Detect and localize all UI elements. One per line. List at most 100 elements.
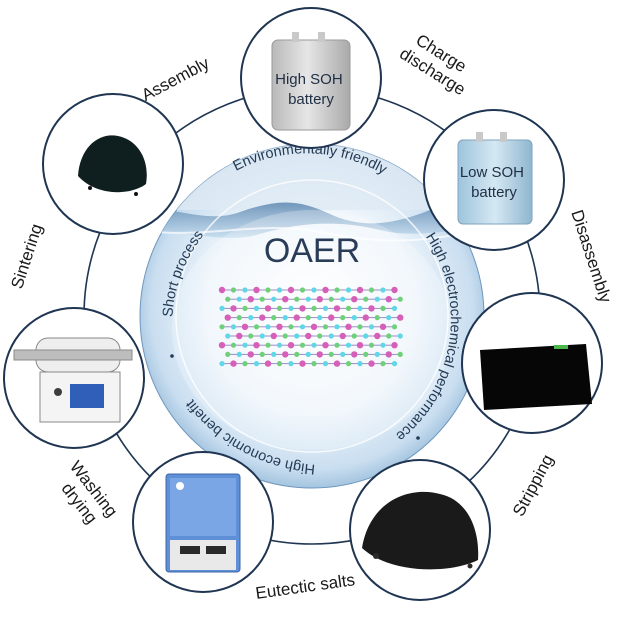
lattice-atom xyxy=(356,342,364,349)
lattice-atom xyxy=(293,314,300,321)
lattice-atom xyxy=(374,332,381,340)
lattice-atom xyxy=(253,342,260,349)
lattice-atom xyxy=(368,324,375,330)
lattice-atom xyxy=(236,351,242,357)
lattice-atom xyxy=(345,361,352,367)
lattice-atom xyxy=(322,324,329,330)
lattice-atom xyxy=(219,305,225,311)
node-stripped-powder xyxy=(349,459,491,601)
lattice-atom xyxy=(380,361,386,367)
lattice-atom xyxy=(391,324,398,330)
lattice-atom xyxy=(236,332,243,340)
lattice-atom xyxy=(305,351,311,357)
lattice-atom xyxy=(224,314,231,321)
lattice-atom xyxy=(218,286,226,294)
lattice-atom xyxy=(259,333,265,339)
lattice-atom xyxy=(253,361,260,367)
svg-text:Low SOH battery: Low SOH battery xyxy=(460,164,528,201)
lattice-atom xyxy=(380,305,386,311)
black-powder-pile-image xyxy=(78,135,147,193)
lattice-atom xyxy=(225,333,231,339)
lattice-atom xyxy=(351,296,358,303)
lattice-atom xyxy=(397,296,403,302)
lattice-atom xyxy=(282,351,289,358)
lattice-atom xyxy=(218,342,226,349)
battery-tab-icon xyxy=(476,132,483,142)
lattice-atom xyxy=(334,287,340,293)
lattice-atom xyxy=(294,351,300,357)
lattice-atom xyxy=(276,342,283,348)
lattice-atom xyxy=(247,351,254,358)
lattice-atom xyxy=(265,324,271,330)
lattice-atom xyxy=(282,315,288,321)
lattice-atom xyxy=(380,287,386,293)
lattice-atom xyxy=(316,351,323,358)
lattice-atom xyxy=(225,351,231,357)
lattice-atom xyxy=(317,333,323,339)
lattice-atom xyxy=(386,333,392,339)
lattice-atom xyxy=(236,296,242,302)
battery-tab-icon xyxy=(292,32,299,42)
node-sintered-powder xyxy=(42,93,184,235)
lattice-atom xyxy=(379,323,387,330)
lattice-atom xyxy=(340,296,346,302)
lattice-atom xyxy=(276,323,283,330)
lattice-atom xyxy=(236,315,242,321)
silver-battery-image xyxy=(271,39,351,131)
lattice-atom xyxy=(288,324,294,330)
lattice-atom xyxy=(305,332,312,340)
step-sintering: Sintering xyxy=(7,221,46,291)
center-title: OAER xyxy=(264,232,360,270)
lattice-atom xyxy=(363,333,369,339)
lattice-atom xyxy=(253,305,260,311)
svg-text:Charge discharge: Charge discharge xyxy=(396,27,479,99)
lattice-atom xyxy=(248,315,254,321)
lattice-atom xyxy=(345,305,352,311)
lattice-atom xyxy=(316,296,323,303)
node-label-low-soh-line1: Low SOH xyxy=(460,164,524,181)
lattice-atom xyxy=(363,351,369,357)
lattice-atom xyxy=(356,286,364,294)
step-assembly: Assembly xyxy=(138,53,212,105)
lattice-atom xyxy=(345,323,352,330)
lattice-atom xyxy=(322,342,329,349)
lattice-atom xyxy=(345,287,352,293)
svg-text:Disassembly: Disassembly xyxy=(567,208,615,306)
node-tube-furnace xyxy=(3,307,145,449)
node-label-high-soh-line2: battery xyxy=(288,91,334,108)
node-black-film xyxy=(461,292,603,434)
lattice-atom xyxy=(288,361,294,367)
lattice-atom xyxy=(386,315,392,321)
lattice-atom xyxy=(287,286,295,294)
lattice-atom xyxy=(311,287,317,293)
node-label-high-soh-line1: High SOH xyxy=(275,71,343,88)
step-disassembly: Disassembly xyxy=(567,208,615,306)
lattice-atom xyxy=(305,315,311,321)
lattice-atom xyxy=(265,287,271,293)
step-eutectic-salts: Eutectic salts xyxy=(254,570,356,603)
lattice-atom xyxy=(328,314,335,321)
lattice-atom xyxy=(333,360,341,367)
lattice-atom xyxy=(317,315,323,321)
lattice-atom xyxy=(253,324,260,330)
lattice-atom xyxy=(271,351,277,357)
lattice-atom xyxy=(322,361,329,367)
lattice-atom xyxy=(391,305,398,311)
lattice-atom xyxy=(253,286,260,294)
lattice-atom xyxy=(368,305,375,312)
lattice-atom xyxy=(294,333,300,339)
lattice-atom xyxy=(242,342,248,348)
lattice-atom xyxy=(322,286,329,294)
lattice-atom xyxy=(328,333,334,339)
lattice-atom xyxy=(230,324,237,330)
lattice-atom xyxy=(230,342,237,348)
lattice-atom xyxy=(397,351,403,357)
lattice-atom xyxy=(230,360,237,367)
lattice-atom xyxy=(265,342,271,348)
lattice-atom xyxy=(225,296,231,302)
lattice-atom xyxy=(276,287,283,293)
lattice-atom xyxy=(374,351,380,357)
lattice-atom xyxy=(310,323,318,330)
lattice-atom xyxy=(287,342,295,349)
